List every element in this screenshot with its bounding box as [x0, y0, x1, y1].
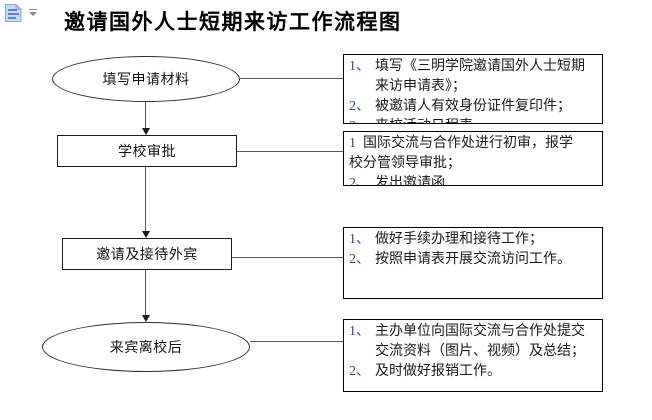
connector-vertical [145, 270, 146, 315]
arrowhead-down-icon [142, 315, 150, 322]
flow-step-after-departure: 来宾离校后 [42, 322, 250, 372]
note-text: 按照申请表开展交流访问工作。 [375, 252, 571, 267]
note-text: 及时做好报销工作。 [375, 364, 501, 379]
note-text: 来校活动日程表 [375, 117, 596, 123]
arrowhead-down-icon [142, 231, 150, 238]
flow-step-label: 学校审批 [118, 145, 176, 160]
note-item: 1、 主办单位向国际交流与合作处提交交流资料（图片、视频）及总结； [349, 322, 596, 362]
note-item: 1、 填写《三明学院邀请国外人士短期来访申请表》； [349, 57, 596, 97]
flow-step-school-approval: 学校审批 [57, 135, 237, 167]
note-item: 2、 按照申请表开展交流访问工作。 [349, 250, 596, 270]
arrowhead-down-icon [142, 128, 150, 135]
connector-vertical [145, 167, 146, 231]
notes-box-after-departure: 1、 主办单位向国际交流与合作处提交交流资料（图片、视频）及总结； 2、 及时做… [343, 319, 603, 392]
connector-horizontal [237, 151, 343, 152]
notes-box-fill-application: 1、 填写《三明学院邀请国外人士短期来访申请表》； 2、 被邀请人有效身份证件复… [343, 54, 603, 124]
note-text: 做好手续办理和接待工作； [375, 232, 543, 247]
note-text: 被邀请人有效身份证件复印件； [375, 99, 571, 114]
note-item: 1、 做好手续办理和接待工作； [349, 230, 596, 250]
page-title: 邀请国外人士短期来访工作流程图 [64, 10, 402, 34]
flow-step-invite-reception: 邀请及接待外宾 [62, 238, 232, 270]
object-anchor[interactable] [4, 3, 44, 25]
note-text: 发出邀请函 [375, 176, 445, 186]
note-text: 填写《三明学院邀请国外人士短期来访申请表》； [375, 59, 585, 94]
note-item: 3、 来校活动日程表 [349, 117, 596, 123]
note-number: 2、 [349, 99, 370, 114]
note-item: 2、 被邀请人有效身份证件复印件； [349, 97, 596, 117]
flow-step-fill-application: 填写申请材料 [52, 56, 240, 102]
note-number: 2、 [349, 252, 370, 267]
document-icon[interactable] [4, 3, 23, 23]
note-number: 1 [349, 136, 356, 151]
flow-step-label: 来宾离校后 [109, 341, 183, 356]
connector-horizontal [232, 257, 343, 258]
note-number: 1、 [349, 232, 370, 247]
notes-box-invite-reception: 1、 做好手续办理和接待工作； 2、 按照申请表开展交流访问工作。 [343, 227, 603, 299]
connector-vertical [145, 102, 146, 128]
note-text: 主办单位向国际交流与合作处提交交流资料（图片、视频）及总结； [375, 324, 585, 359]
note-text: 国际交流与合作处进行初审，报学校分管领导审批； [349, 136, 573, 171]
note-item: 2、 及时做好报销工作。 [349, 362, 596, 382]
connector-horizontal [250, 341, 343, 342]
note-number: 2、 [349, 364, 370, 379]
flow-step-label: 填写申请材料 [102, 73, 190, 88]
note-item: 2、 发出邀请函 [349, 174, 596, 186]
note-number: 1、 [349, 324, 370, 339]
note-number: 1、 [349, 59, 370, 74]
connector-horizontal [240, 78, 343, 79]
note-number: 3、 [349, 117, 375, 123]
chevron-down-icon[interactable] [28, 7, 38, 19]
note-number: 2、 [349, 176, 370, 186]
flow-step-label: 邀请及接待外宾 [96, 248, 198, 263]
